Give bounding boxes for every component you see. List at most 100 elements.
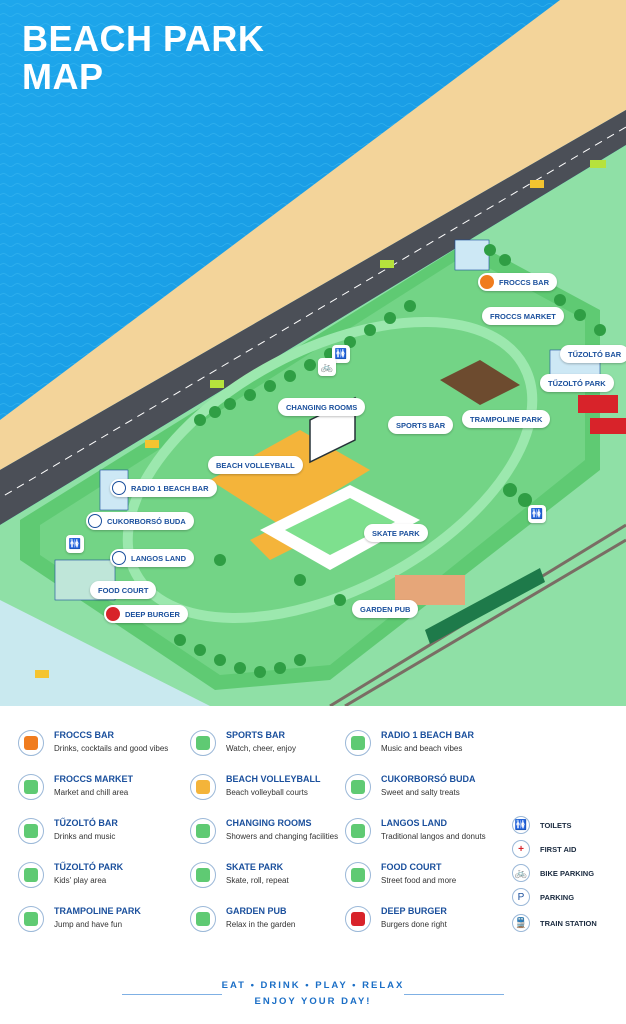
legend-item-name: SKATE PARK [226,862,284,872]
parking-icon: P [512,888,530,906]
toilets-icon[interactable]: 🚻 [66,535,84,553]
pin-changing-rooms[interactable]: CHANGING ROOMS [278,398,366,416]
legend-service-item: 🚲 BIKE PARKING [512,864,594,882]
pin-sports-bar[interactable]: SPORTS BAR [388,416,454,434]
legend-item-desc: Traditional langos and donuts [381,832,486,841]
cukorborso-logo-icon [88,514,102,528]
changing-rooms-icon [190,818,216,844]
toilets-icon[interactable]: 🚻 [332,345,350,363]
parking-road [0,600,210,706]
legend-service-name: BIKE PARKING [540,868,595,878]
legend-service-name: TRAIN STATION [540,918,597,928]
footer-tagline: EAT • DRINK • PLAY • RELAX [221,980,405,991]
pin-garden-pub[interactable]: GARDEN PUB [352,600,419,618]
legend-item-desc: Jump and have fun [54,920,123,929]
legend-item: TŰZOLTÓ PARK Kids' play area [18,862,174,888]
footer-divider-right [404,994,504,995]
legend-item-desc: Showers and changing facilities [226,832,339,841]
pin-label: CHANGING ROOMS [286,402,358,412]
legend-service-item: 🚻TOILETS [512,816,572,834]
pin-label: LANGOS LAND [131,553,186,563]
bike-icon: 🚲 [512,864,530,882]
skater-icon [190,862,216,888]
froccs-logo-icon [480,275,494,289]
legend-item-desc: Skate, roll, repeat [226,876,289,885]
pub-building-icon [190,906,216,932]
pin-label: FROCCS BAR [499,277,549,287]
pin-radio1-beach-bar[interactable]: RADIO 1 BEACH BAR [110,479,217,497]
pin-skate-park[interactable]: SKATE PARK [364,524,428,542]
pin-label: SKATE PARK [372,528,420,538]
legend-item-desc: Relax in the garden [226,920,296,929]
map-area[interactable]: BEACH PARK MAP FROCCS BAR FROCCS MARKET … [0,0,626,706]
pin-label: FOOD COURT [98,585,149,595]
legend-item-desc: Kids' play area [54,876,107,885]
pin-label: BEACH VOLLEYBALL [216,460,295,470]
pin-deep-burger[interactable]: DEEP BURGER [104,605,188,623]
pin-label: CUKORBORSÓ BUDA [107,516,186,526]
legend-item-name: CHANGING ROOMS [226,818,312,828]
legend-item: GARDEN PUB Relax in the garden [190,906,346,932]
volleyball-court-icon [190,774,216,800]
sports-bar-icon [190,730,216,756]
pin-tuzolto-park[interactable]: TŰZOLTÓ PARK [540,374,614,392]
pin-cukorborso-buda[interactable]: CUKORBORSÓ BUDA [86,512,194,530]
legend-item-name: SPORTS BAR [226,730,286,740]
legend-item: RADIO 1 BEACH BAR Music and beach vibes [345,730,501,756]
legend-service-name: TOILETS [540,820,572,830]
market-stall-icon [18,774,44,800]
playground-icon [18,862,44,888]
deep-burger-logo-icon [345,906,371,932]
pin-trampoline-park[interactable]: TRAMPOLINE PARK [462,410,551,428]
pin-label: TŰZOLTÓ PARK [548,378,606,388]
froccs-building [454,239,490,271]
trampoline-area [440,360,520,405]
pin-label: TŰZOLTÓ BAR [568,349,622,359]
legend-item-desc: Burgers done right [381,920,447,929]
tuzolto-logo-icon [18,818,44,844]
legend-item: LANGOS LAND Traditional langos and donuts [345,818,501,844]
pin-beach-volleyball[interactable]: BEACH VOLLEYBALL [208,456,303,474]
pin-food-court[interactable]: FOOD COURT [90,581,157,599]
radio-booth-icon [345,730,371,756]
pin-froccs-market[interactable]: FROCCS MARKET [482,307,564,325]
radio-booth-icon [112,481,126,495]
pin-label: SPORTS BAR [396,420,446,430]
food-truck-icon [345,862,371,888]
pin-label: RADIO 1 BEACH BAR [131,483,209,493]
legend-item-desc: Market and chill area [54,788,129,797]
froccs-logo-icon [18,730,44,756]
bike-icon[interactable]: 🚲 [318,358,336,376]
legend-item-name: LANGOS LAND [381,818,447,828]
train [425,568,545,644]
legend-item-name: TŰZOLTÓ PARK [54,862,124,872]
map-title: BEACH PARK MAP [22,20,264,96]
pin-tuzolto-bar[interactable]: TŰZOLTÓ BAR [560,345,626,363]
langos-logo-icon [345,818,371,844]
legend-item: CHANGING ROOMS Showers and changing facil… [190,818,346,844]
volleyball-courts [210,430,370,525]
trees [174,244,606,678]
pin-langos-land[interactable]: LANGOS LAND [110,549,194,567]
legend-item-name: FROCCS MARKET [54,774,133,784]
legend-item-desc: Music and beach vibes [381,744,463,753]
toilets-icon[interactable]: 🚻 [528,505,546,523]
fire-truck [578,395,618,413]
legend-item-name: RADIO 1 BEACH BAR [381,730,475,740]
map-illustration [0,0,626,706]
legend-item-name: FROCCS BAR [54,730,114,740]
legend-item-desc: Street food and more [381,876,457,885]
beach-sand [0,0,626,470]
legend-item-name: GARDEN PUB [226,906,287,916]
langos-logo-icon [112,551,126,565]
deep-burger-logo-icon [106,607,120,621]
pin-froccs-bar[interactable]: FROCCS BAR [478,273,557,291]
